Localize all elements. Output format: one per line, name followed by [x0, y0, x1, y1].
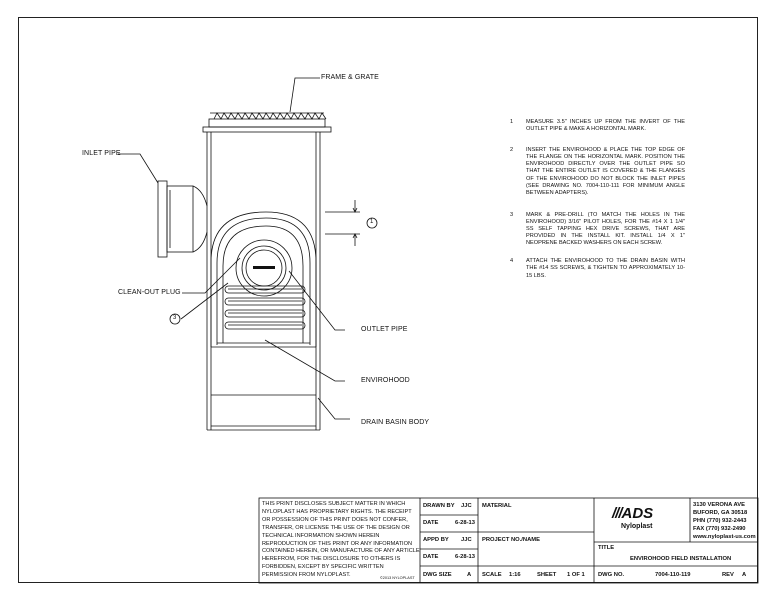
ads-logo: ///ADS — [612, 505, 654, 522]
drawing-title: ENVIROHOOD FIELD INSTALLATION — [630, 556, 732, 562]
title-label: TITLE — [598, 545, 615, 551]
dimension-graphic — [169, 200, 378, 325]
scale-label: SCALE — [482, 572, 502, 578]
nyloplast-logo: Nyloplast — [621, 523, 653, 530]
frame-grate-graphic — [202, 112, 332, 133]
appd-by-label: APPD BY — [423, 537, 449, 543]
project-label: PROJECT NO./NAME — [482, 537, 540, 543]
date-value-2: 6-28-13 — [455, 554, 475, 560]
dwg-size-label: DWG SIZE — [423, 572, 452, 578]
date-value-1: 6-28-13 — [455, 520, 475, 526]
leader-lines — [118, 77, 350, 420]
address-line-3: PHN (770) 932-2443 — [693, 518, 747, 524]
address-line-5: www.nyloplast-us.com — [693, 534, 756, 540]
date-label-1: DATE — [423, 520, 439, 526]
rev-label: REV — [722, 572, 734, 578]
address-line-1: 3130 VERONA AVE — [693, 502, 745, 508]
appd-by-value: JJC — [461, 537, 472, 543]
address-line-2: BUFORD, GA 30518 — [693, 510, 748, 516]
callout-3: 3 — [173, 315, 177, 321]
frame-grate-label: FRAME & GRATE — [321, 74, 379, 81]
disclaimer-text: THIS PRINT DISCLOSES SUBJECT MATTER IN W… — [262, 501, 420, 579]
cleanout-plug-label: CLEAN-OUT PLUG — [118, 289, 181, 296]
drain-basin-graphic — [206, 132, 321, 431]
inlet-pipe-label: INLET PIPE — [82, 150, 121, 157]
callout-1: 1 — [370, 219, 374, 225]
outlet-pipe-label: OUTLET PIPE — [361, 326, 408, 333]
rev-value: A — [742, 572, 747, 578]
material-label: MATERIAL — [482, 503, 512, 509]
copyright: ©2013 NYLOPLAST — [380, 576, 415, 580]
inlet-pipe-graphic — [157, 180, 208, 258]
cleanout-plug-graphic — [235, 239, 293, 297]
drawn-by-label: DRAWN BY — [423, 503, 455, 509]
drawn-by-value: JJC — [461, 503, 472, 509]
sheet-value: 1 OF 1 — [567, 572, 585, 578]
address-line-4: FAX (770) 932-2490 — [693, 526, 746, 532]
dwg-no-label: DWG NO. — [598, 572, 625, 578]
drawing-sheet-border — [18, 17, 758, 583]
dwg-no-value: 7004-110-119 — [655, 572, 691, 578]
envirohood-label: ENVIROHOOD — [361, 377, 410, 384]
dwg-size-value: A — [467, 572, 472, 578]
sheet-label: SHEET — [537, 572, 557, 578]
scale-value: 1:16 — [509, 572, 521, 578]
drain-basin-body-label: DRAIN BASIN BODY — [361, 419, 430, 426]
date-label-2: DATE — [423, 554, 439, 560]
